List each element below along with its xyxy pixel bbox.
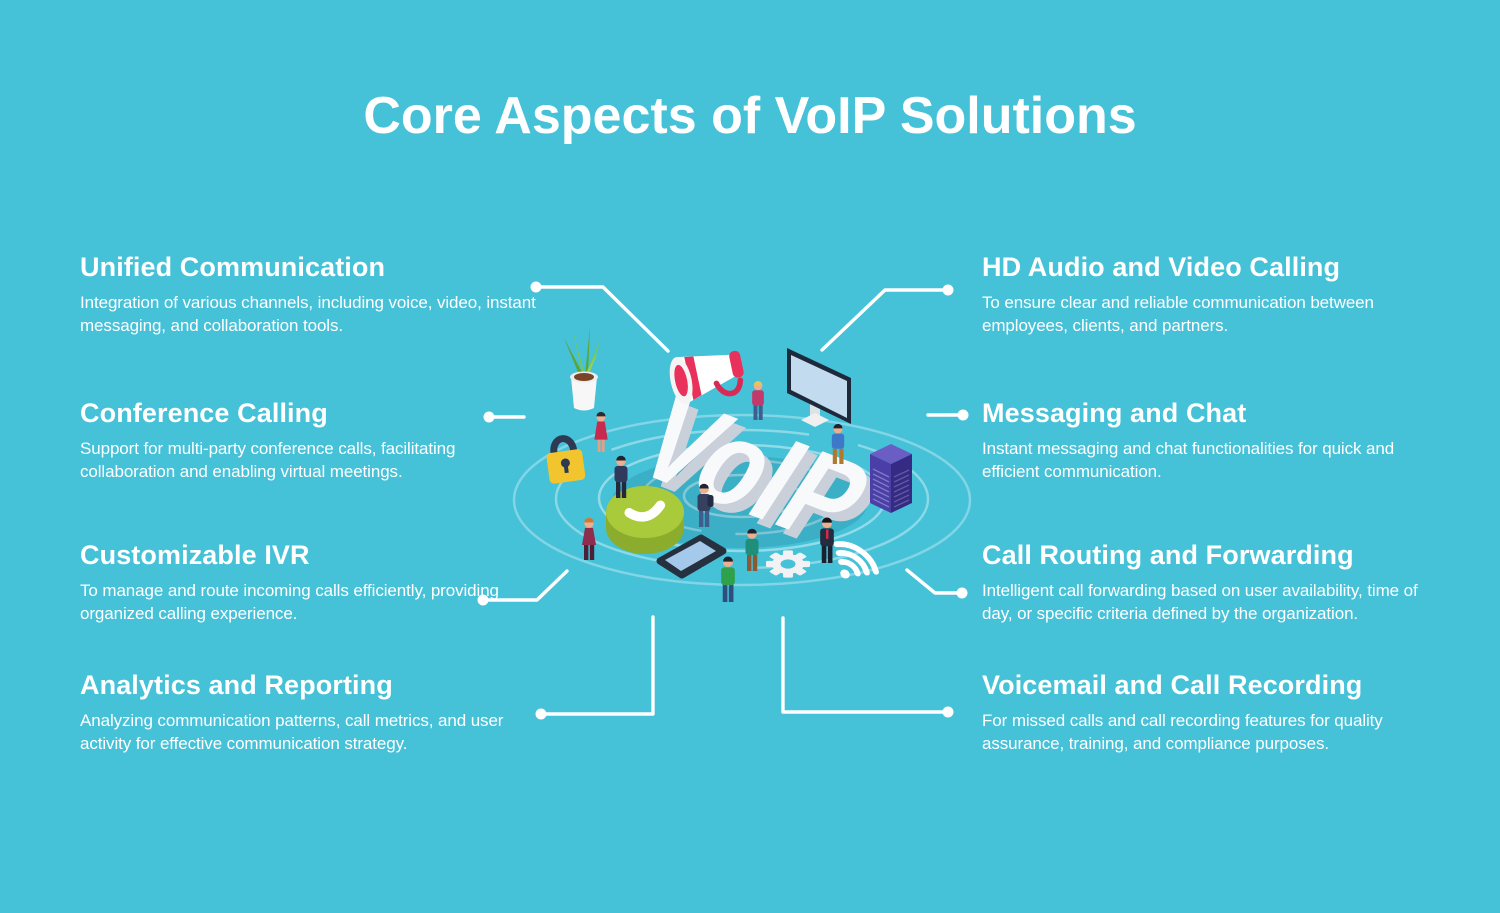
feature-title: Voicemail and Call Recording [982,670,1363,700]
person-figure [752,381,764,420]
connector-routing [905,568,964,595]
dot-voicemail [942,706,954,718]
feature-description: Instant messaging and chat functionaliti… [982,439,1395,482]
feature-call-routing-forwarding: Call Routing and Forwarding Intelligent … [982,540,1422,625]
feature-description: Support for multi-party conference calls… [80,439,456,482]
feature-description: Analyzing communication patterns, call m… [80,711,504,754]
person-figure [594,411,608,452]
feature-description: Intelligent call forwarding based on use… [982,581,1418,624]
feature-title: Unified Communication [80,252,386,282]
feature-title: HD Audio and Video Calling [982,252,1341,282]
gear-icon [766,550,810,578]
connector-dots [477,281,969,720]
dot-hd [942,284,954,296]
connector-unified [534,285,670,353]
dot-routing [956,587,968,599]
feature-description: Integration of various channels, includi… [80,293,536,336]
feature-analytics-and-reporting: Analytics and Reporting Analyzing commun… [80,670,542,755]
smartphone-icon [656,534,727,579]
potted-plant-icon [564,326,601,411]
person-figure [614,455,628,498]
people-figures [582,381,845,602]
wifi-signal-icon [833,541,879,579]
feature-description: To ensure clear and reliable communicati… [982,293,1374,336]
person-figure [745,528,759,571]
feature-unified-communication: Unified Communication Integration of var… [80,252,542,337]
dot-messaging [957,409,969,421]
megaphone-icon [669,350,744,405]
page-title: Core Aspects of VoIP Solutions [363,87,1137,145]
voip-text-depth: VoIP [621,382,902,579]
feature-title: Call Routing and Forwarding [982,540,1354,570]
feature-title: Customizable IVR [80,540,310,570]
person-figure [831,423,845,464]
ripple-rings-icon [512,413,972,587]
monitor-icon [787,348,851,427]
feature-title: Analytics and Reporting [80,670,393,700]
connector-lines [481,285,965,716]
feature-conference-calling: Conference Calling Support for multi-par… [80,398,542,483]
voip-3d-text: VoIP VoIP [613,373,902,579]
feature-title: Conference Calling [80,398,328,428]
feature-messaging-and-chat: Messaging and Chat Instant messaging and… [982,398,1422,483]
connector-voicemail [781,616,950,714]
call-button-icon [606,486,684,554]
person-figure [582,517,596,560]
feature-description: To manage and route incoming calls effic… [80,581,499,624]
feature-voicemail-call-recording: Voicemail and Call Recording For missed … [982,670,1422,755]
person-figure [820,517,834,563]
server-rack-icon [870,444,912,513]
feature-customizable-ivr: Customizable IVR To manage and route inc… [80,540,542,625]
feature-hd-audio-video-calling: HD Audio and Video Calling To ensure cle… [982,252,1422,337]
connector-hd [820,288,950,352]
padlock-icon [546,435,586,484]
voip-text-face: VoIP [613,373,894,570]
person-figure [697,483,714,527]
connector-analytics [539,615,655,716]
feature-description: For missed calls and call recording feat… [982,711,1383,754]
feature-title: Messaging and Chat [982,398,1247,428]
center-shadow [612,456,868,548]
person-figure [721,556,735,602]
